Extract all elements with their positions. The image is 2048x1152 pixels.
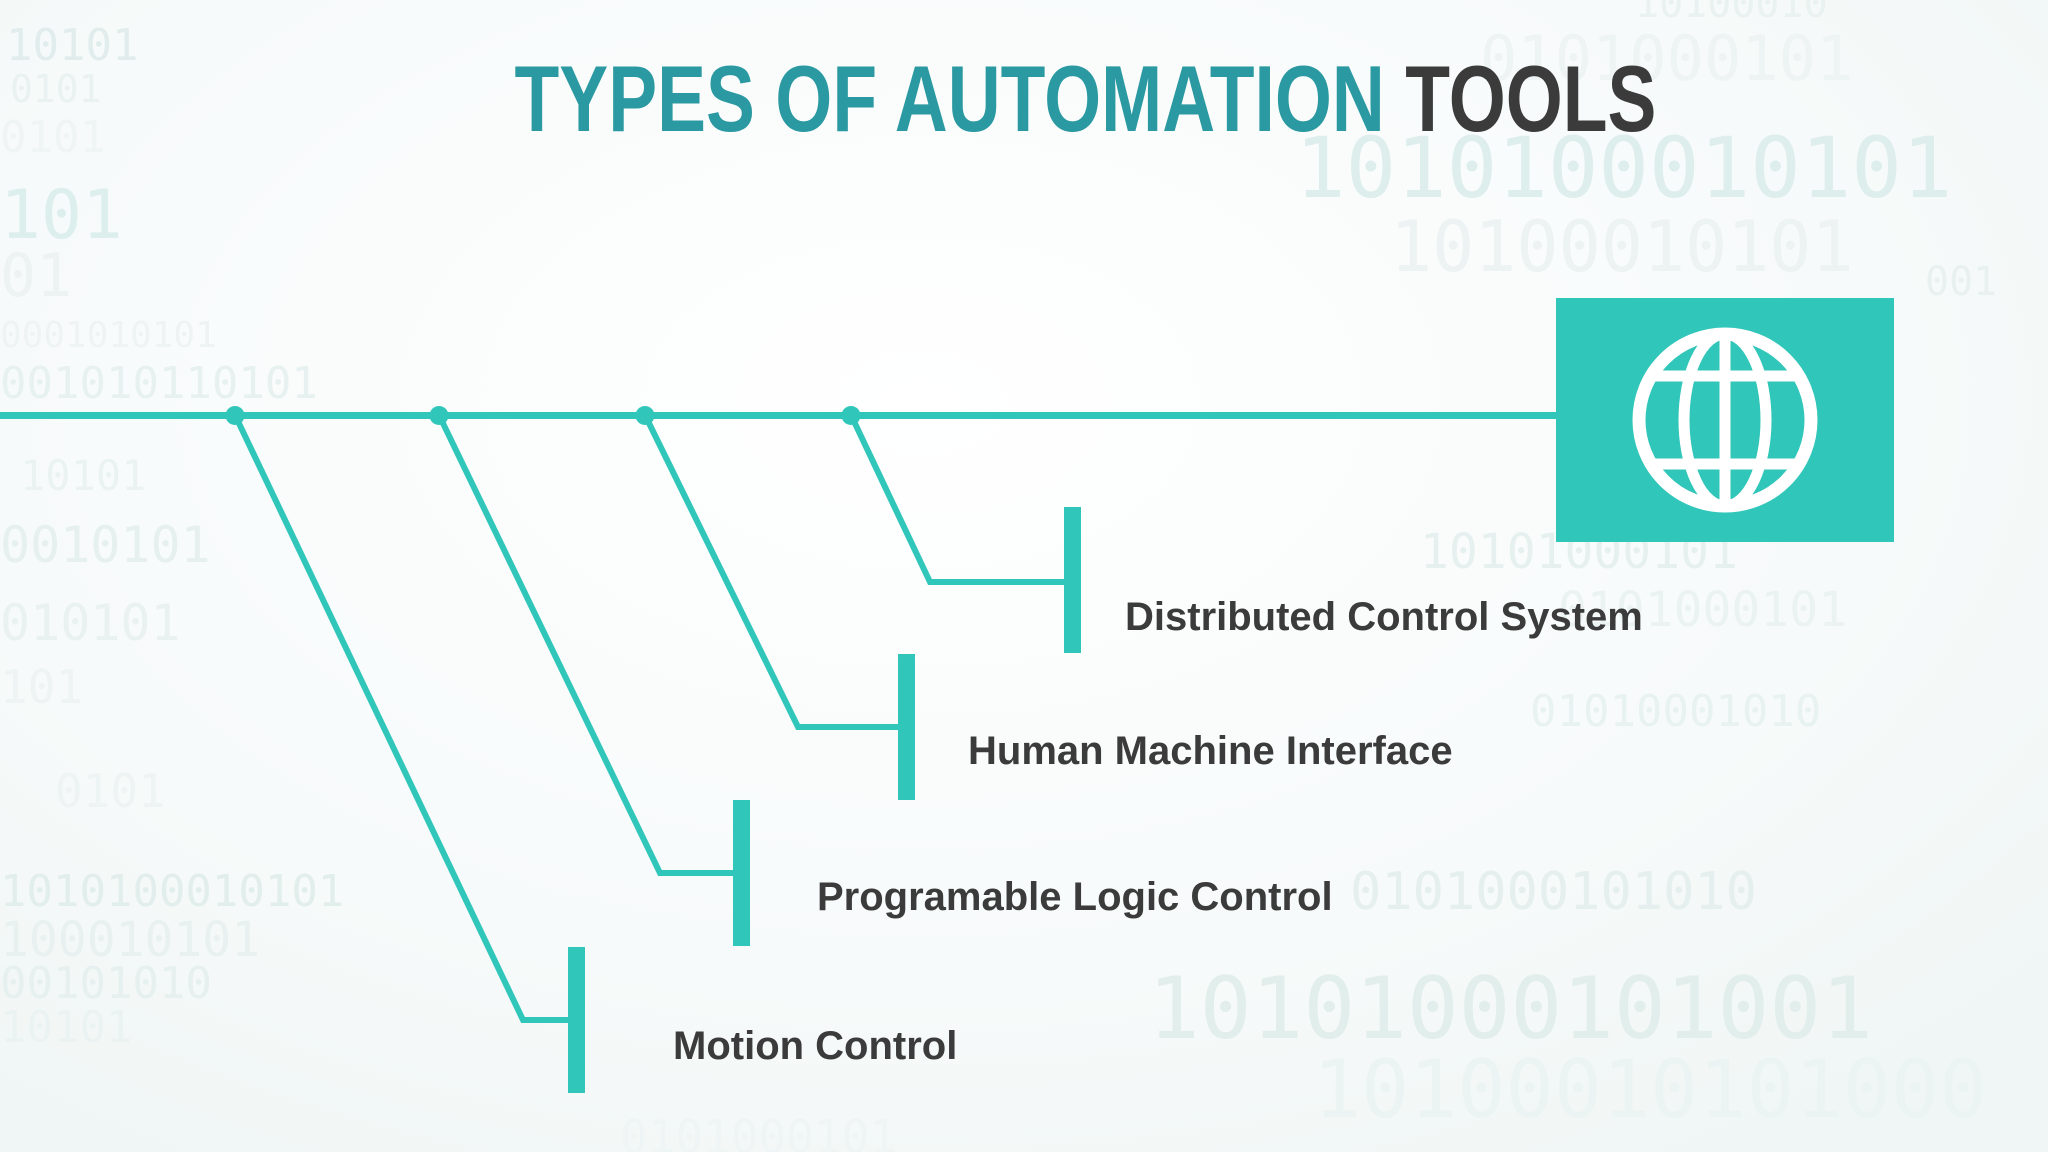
branch-label-programable-logic-control: Programable Logic Control <box>817 875 1333 919</box>
title-rest: TOOLS <box>1384 46 1657 151</box>
branch-connector-distributed-control-system <box>848 413 1066 585</box>
branch-connector-motion-control <box>232 413 570 1023</box>
binary-text: 10100010101000 <box>1313 1043 1988 1136</box>
branch-label-distributed-control-system: Distributed Control System <box>1125 595 1643 639</box>
branch-dot <box>225 406 245 425</box>
branch-bar <box>568 947 585 1093</box>
binary-text: 00101010 <box>0 958 212 1009</box>
binary-text: 0001010101 <box>0 315 217 356</box>
binary-text: 010101 <box>0 594 181 652</box>
branch-bar <box>1064 507 1081 653</box>
binary-text: 100010101 <box>0 912 261 968</box>
binary-text: 0101000101 <box>620 1110 897 1152</box>
branch-label-motion-control: Motion Control <box>673 1024 958 1068</box>
binary-text: 0010101 <box>0 516 211 574</box>
binary-text: 10101 <box>20 451 147 500</box>
globe-icon <box>1632 327 1818 513</box>
branch-dot <box>841 406 861 425</box>
binary-text: 10101000101001 <box>1148 959 1873 1059</box>
binary-text: 0101 <box>0 112 106 163</box>
binary-text: 0101000101010 <box>1350 862 1757 922</box>
branch-dot <box>429 406 449 425</box>
binary-text: 1010100010101 <box>0 866 345 917</box>
binary-text: 01 <box>0 241 73 311</box>
branch-bar <box>733 800 750 946</box>
globe-tile <box>1556 298 1894 542</box>
title-highlight: TYPES OF AUTOMATION <box>514 46 1385 151</box>
binary-text: 0101000101 <box>1480 22 1854 95</box>
binary-text: 1010100010101 <box>1295 119 1953 217</box>
branch-dot <box>635 406 655 425</box>
branch-connector-programable-logic-control <box>436 413 735 876</box>
branch-bar <box>898 654 915 800</box>
binary-text: 10101 <box>6 20 139 71</box>
binary-text: 101 <box>0 176 123 255</box>
binary-text: 10100010 <box>1635 0 1828 27</box>
binary-text: 0101 <box>55 764 166 818</box>
binary-text: 001 <box>1925 259 1998 305</box>
page-title: TYPES OF AUTOMATION TOOLS <box>0 36 2048 162</box>
binary-text: 001010110101 <box>0 358 318 409</box>
branch-label-human-machine-interface: Human Machine Interface <box>968 729 1453 773</box>
binary-text: 10100010101 <box>1390 206 1854 288</box>
binary-text: 10101 <box>0 1002 133 1053</box>
binary-text: 01010001010 <box>1530 686 1822 737</box>
binary-text: 101 <box>0 660 84 714</box>
binary-text: 0101000101 <box>1558 582 1847 638</box>
binary-text: 0101 <box>10 67 102 111</box>
branch-connector-human-machine-interface <box>642 413 900 730</box>
